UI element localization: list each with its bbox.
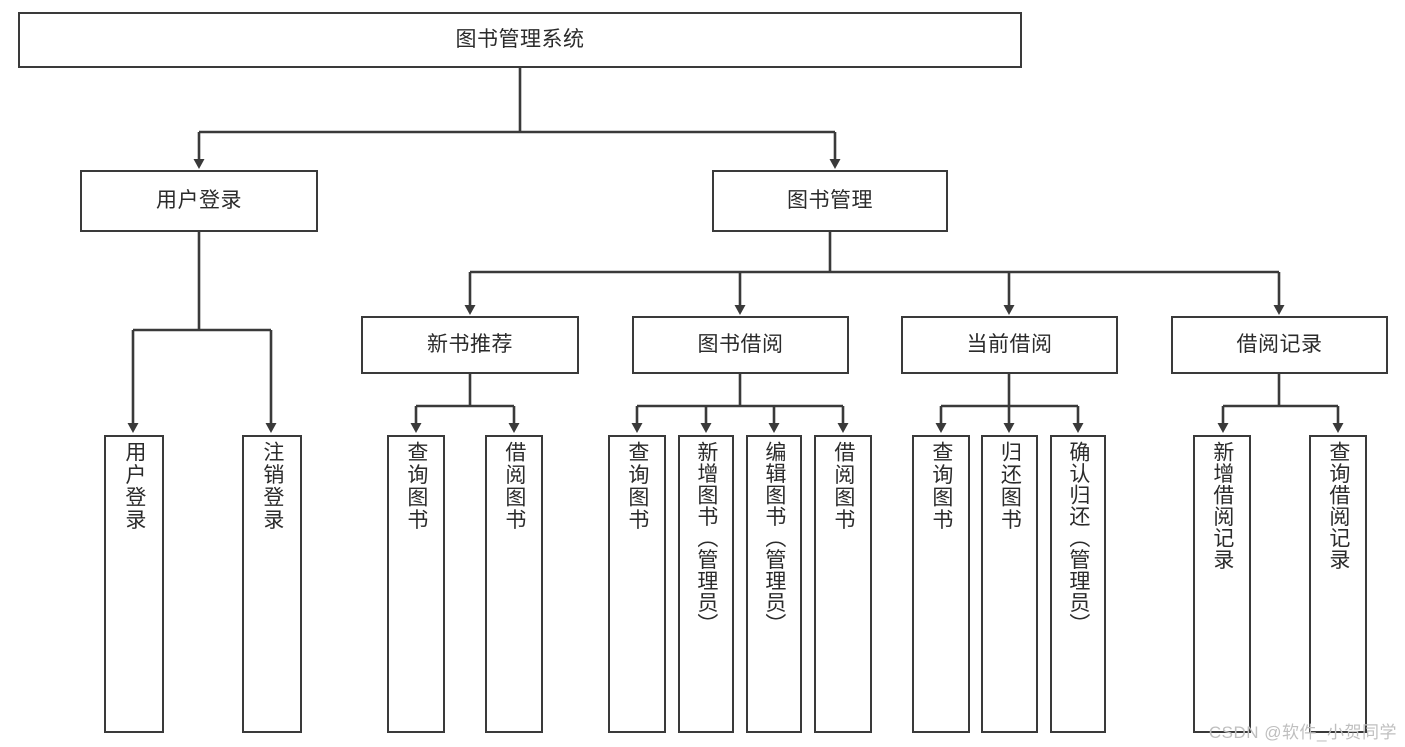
leaf-label: 借阅图书 <box>831 441 855 531</box>
leaf-label: 确认归还（管理员） <box>1066 441 1090 635</box>
leaf-label: 查询图书 <box>625 441 649 531</box>
leaf-label: 编辑图书（管理员） <box>762 441 786 635</box>
leaf-borrow-add-book-admin[interactable]: 新增图书（管理员） <box>678 435 734 733</box>
leaf-current-confirm-return-admin[interactable]: 确认归还（管理员） <box>1050 435 1106 733</box>
leaf-label: 用户登录 <box>122 441 146 531</box>
leaf-label: 查询图书 <box>929 441 953 531</box>
node-label: 图书管理 <box>787 189 873 213</box>
node-book-management[interactable]: 图书管理 <box>712 170 948 232</box>
leaf-current-return-book[interactable]: 归还图书 <box>981 435 1038 733</box>
leaf-user-login-logout[interactable]: 注销登录 <box>242 435 302 733</box>
leaf-current-query-book[interactable]: 查询图书 <box>912 435 970 733</box>
node-user-login[interactable]: 用户登录 <box>80 170 318 232</box>
node-root-system[interactable]: 图书管理系统 <box>18 12 1022 68</box>
leaf-label: 查询借阅记录 <box>1326 441 1350 570</box>
leaf-records-add-record[interactable]: 新增借阅记录 <box>1193 435 1251 733</box>
node-current-borrow[interactable]: 当前借阅 <box>901 316 1118 374</box>
node-label: 当前借阅 <box>966 333 1053 357</box>
watermark-text: CSDN @软件_小贺同学 <box>1208 723 1397 742</box>
leaf-recommend-query-book[interactable]: 查询图书 <box>387 435 445 733</box>
leaf-label: 归还图书 <box>998 441 1022 531</box>
leaf-label: 新增借阅记录 <box>1210 441 1234 570</box>
leaf-borrow-query-book[interactable]: 查询图书 <box>608 435 666 733</box>
node-label: 图书管理系统 <box>455 28 585 52</box>
node-new-book-recommend[interactable]: 新书推荐 <box>361 316 579 374</box>
leaf-recommend-borrow-book[interactable]: 借阅图书 <box>485 435 543 733</box>
leaf-label: 借阅图书 <box>502 441 526 531</box>
leaf-label: 查询图书 <box>404 441 428 531</box>
node-label: 图书借阅 <box>697 333 784 357</box>
node-label: 新书推荐 <box>427 333 513 357</box>
node-book-borrow[interactable]: 图书借阅 <box>632 316 849 374</box>
node-label: 用户登录 <box>156 189 242 213</box>
node-label: 借阅记录 <box>1236 333 1323 357</box>
leaf-user-login-login[interactable]: 用户登录 <box>104 435 164 733</box>
leaf-label: 注销登录 <box>260 441 284 531</box>
leaf-label: 新增图书（管理员） <box>694 441 718 635</box>
node-borrow-records[interactable]: 借阅记录 <box>1171 316 1388 374</box>
leaf-borrow-borrow-book[interactable]: 借阅图书 <box>814 435 872 733</box>
leaf-records-query-record[interactable]: 查询借阅记录 <box>1309 435 1367 733</box>
leaf-borrow-edit-book-admin[interactable]: 编辑图书（管理员） <box>746 435 802 733</box>
